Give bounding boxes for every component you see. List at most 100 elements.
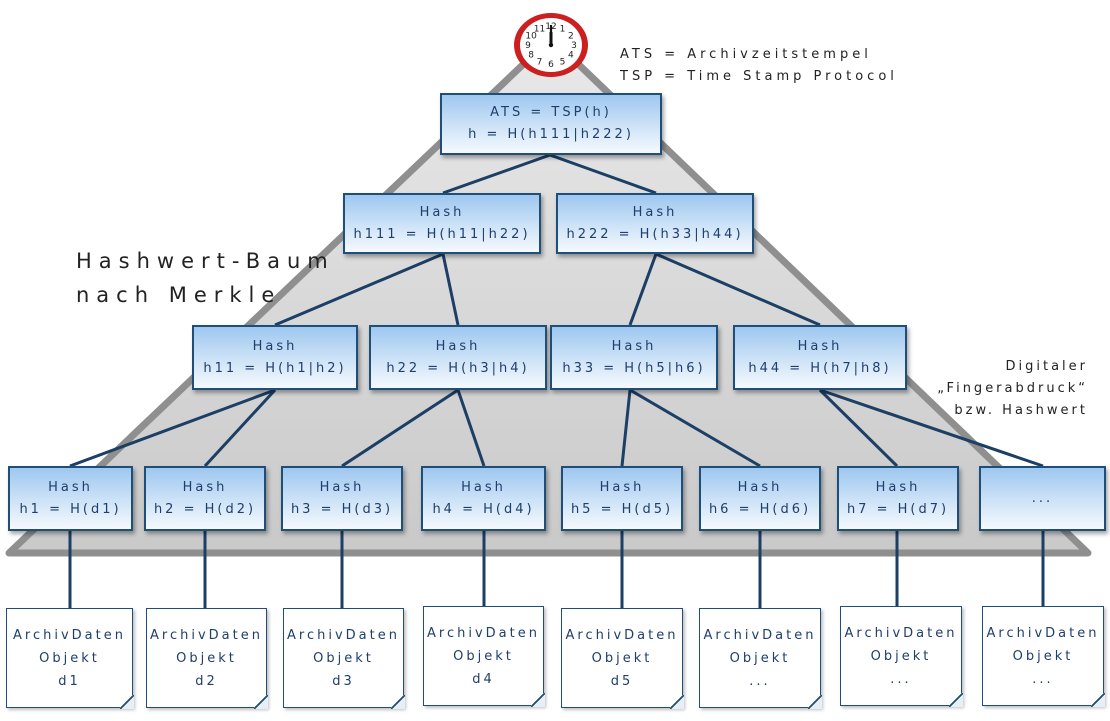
- clock-numeral: 1: [560, 25, 566, 35]
- document-line2: Objekt: [1012, 648, 1074, 664]
- page-fold-icon: [531, 693, 545, 707]
- document-line3: ...: [1032, 671, 1054, 687]
- edge-h222-h44: [655, 252, 821, 327]
- hash-node-h33: Hash h33 = H(h5|h6): [550, 325, 718, 390]
- legend-ats: ATS = Archivzeitstempel: [620, 47, 872, 62]
- hash-node-formula: h6 = H(d6): [708, 501, 812, 517]
- document-line1: ArchivDaten: [150, 627, 263, 643]
- document-line2: Objekt: [176, 650, 237, 666]
- edge-h22-h4: [456, 389, 486, 467]
- document-line3: d3: [332, 673, 355, 689]
- edge-h111-h11: [274, 252, 444, 327]
- pyramid-background: [5, 34, 1092, 557]
- hash-node-label: Hash: [797, 338, 843, 354]
- tree-title-line2: nach Merkle: [76, 283, 282, 307]
- document-d4: ArchivDaten Objekt d4: [423, 606, 545, 707]
- clock-numeral: 5: [560, 58, 566, 68]
- document-line2: Objekt: [313, 650, 374, 666]
- document-line2: Objekt: [729, 650, 791, 666]
- clock-numeral: 4: [568, 51, 574, 61]
- hash-node-formula: h1 = H(d1): [19, 501, 122, 517]
- hash-node-h5: Hash h5 = H(d5): [561, 466, 683, 531]
- clock-numeral: 7: [537, 58, 543, 68]
- document-d2: ArchivDaten Objekt d2: [146, 608, 268, 709]
- document-line2: Objekt: [39, 650, 100, 666]
- hash-node-formula: h3 = H(d3): [290, 501, 394, 517]
- hash-node-formula: h222 = H(h33|h44): [566, 226, 744, 242]
- edge-h222-h33: [628, 253, 658, 326]
- hash-node-h8: ...: [979, 466, 1106, 531]
- document-line1: ArchivDaten: [986, 625, 1100, 641]
- hash-node-label: Hash: [48, 479, 93, 495]
- clock-numeral: 3: [571, 41, 577, 51]
- document-line3: ...: [749, 673, 771, 689]
- hash-node-formula: h22 = H(h3|h4): [386, 360, 530, 376]
- page-fold-icon: [808, 695, 822, 709]
- root-node-line2: h = H(h111|h222): [468, 127, 634, 142]
- document-line1: ArchivDaten: [287, 627, 400, 643]
- edge-root-h111: [442, 153, 551, 195]
- hash-node-label: Hash: [632, 204, 678, 220]
- hash-node-label: Hash: [435, 338, 481, 354]
- hash-node-h2: Hash h2 = H(d2): [144, 466, 266, 531]
- hash-node-formula: h2 = H(d2): [153, 501, 257, 517]
- hash-node-label: Hash: [875, 479, 921, 495]
- document-line3: d5: [610, 673, 634, 689]
- fingerprint-caption: Digitaler „Fingerabdruck“ bzw. Hashwert: [937, 356, 1088, 422]
- page-fold-icon: [254, 695, 268, 709]
- hash-node-label: Hash: [737, 479, 783, 495]
- document-line1: ArchivDaten: [565, 627, 679, 643]
- hash-node-h6: Hash h6 = H(d6): [699, 466, 821, 531]
- legend-tsp: TSP = Time Stamp Protocol: [620, 69, 898, 84]
- fingerprint-line1: Digitaler: [1005, 359, 1088, 374]
- document-d5: ArchivDaten Objekt d5: [561, 608, 684, 709]
- hash-node-h4: Hash h4 = H(d4): [421, 466, 546, 531]
- page-fold-icon: [1091, 693, 1105, 707]
- hash-node-formula: ...: [1031, 490, 1054, 506]
- hash-node-label: Hash: [319, 479, 365, 495]
- hash-node-formula: h33 = H(h5|h6): [562, 360, 706, 376]
- clock-numeral: 8: [528, 51, 534, 61]
- hash-node-formula: h4 = H(d4): [432, 501, 535, 517]
- document-d3: ArchivDaten Objekt d3: [283, 608, 405, 709]
- document-line3: d4: [472, 671, 495, 687]
- page-fold-icon: [120, 695, 134, 709]
- clock-numeral: 2: [568, 32, 574, 42]
- hash-node-h11: Hash h11 = H(h1|h2): [192, 325, 358, 390]
- document-line2: Objekt: [591, 650, 653, 666]
- edge-h11-h2: [203, 388, 277, 468]
- hash-node-h222: Hash h222 = H(h33|h44): [556, 193, 754, 254]
- hash-node-formula: h44 = H(h7|h8): [748, 360, 892, 376]
- edge-h33-h6: [629, 388, 761, 468]
- hash-node-label: Hash: [461, 479, 506, 495]
- root-node: ATS = TSP(h) h = H(h111|h222): [440, 93, 662, 155]
- tree-title: Hashwert-Baum nach Merkle: [76, 244, 335, 312]
- tree-edges: [68, 153, 1045, 608]
- hash-node-label: Hash: [252, 338, 298, 354]
- clock-numeral: 10: [525, 32, 537, 42]
- hash-node-h111: Hash h111 = H(h11|h22): [343, 193, 541, 254]
- hash-node-h1: Hash h1 = H(d1): [8, 466, 133, 531]
- clock-numeral: 6: [548, 60, 554, 70]
- document-line2: Objekt: [453, 648, 514, 664]
- document-line3: d2: [195, 673, 218, 689]
- edge-h44-h7: [818, 388, 899, 468]
- hash-node-label: Hash: [182, 479, 228, 495]
- clock-center: [548, 42, 554, 48]
- document-line3: ...: [890, 671, 912, 687]
- document-d1: ArchivDaten Objekt d1: [6, 608, 134, 709]
- edge-h33-h5: [620, 389, 632, 467]
- clock-icon: 121234567891011: [514, 13, 588, 77]
- page-fold-icon: [949, 693, 963, 707]
- hash-node-h7: Hash h7 = H(d7): [837, 466, 959, 531]
- hash-node-formula: h11 = H(h1|h2): [203, 360, 347, 376]
- hash-node-h3: Hash h3 = H(d3): [281, 466, 403, 531]
- document-line2: Objekt: [870, 648, 932, 664]
- hash-node-label: Hash: [419, 204, 465, 220]
- clock-numeral: 9: [525, 41, 531, 51]
- fingerprint-line3: bzw. Hashwert: [954, 403, 1088, 418]
- hash-node-h44: Hash h44 = H(h7|h8): [733, 325, 907, 390]
- document-d6: ArchivDaten Objekt ...: [699, 608, 822, 709]
- edge-h111-h22: [441, 253, 460, 326]
